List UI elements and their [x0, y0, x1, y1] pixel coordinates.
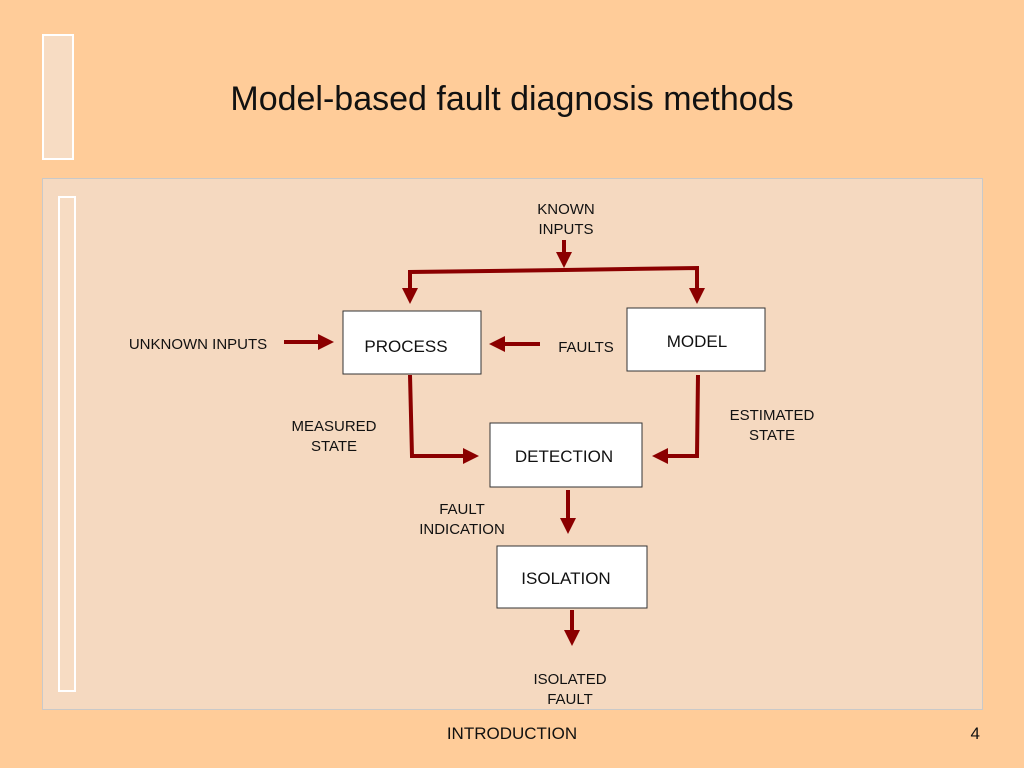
- detection-box: DETECTION: [489, 422, 643, 488]
- known-inputs-label-line2: INPUTS: [538, 221, 593, 238]
- measured-state-label-line1: MEASURED: [291, 418, 376, 435]
- process-label: PROCESS: [364, 337, 447, 356]
- fault-indication-label-line1: FAULT: [439, 501, 485, 518]
- unknown-inputs-label: UNKNOWN INPUTS: [129, 336, 267, 353]
- estimated-state-label-line1: ESTIMATED: [730, 407, 815, 424]
- known-inputs-label-line1: KNOWN: [537, 201, 595, 218]
- decorative-bar-top: [42, 34, 74, 160]
- page-number: 4: [970, 724, 980, 743]
- isolation-label: ISOLATION: [521, 569, 610, 588]
- fault-indication-label-line2: INDICATION: [419, 521, 505, 538]
- measured-state-label-line2: STATE: [311, 438, 357, 455]
- model-box: MODEL: [626, 307, 766, 372]
- arrow-measured-state: [408, 374, 479, 464]
- process-box: PROCESS: [342, 310, 482, 375]
- detection-label: DETECTION: [515, 447, 613, 466]
- slide-title: Model-based fault diagnosis methods: [230, 80, 794, 118]
- arrow-split-to-model: [563, 265, 705, 304]
- isolated-fault-label-line1: ISOLATED: [533, 671, 606, 688]
- decorative-bar-panel: [58, 196, 76, 692]
- arrow-estimated-state: [652, 374, 700, 464]
- isolated-fault-label-line2: FAULT: [547, 691, 593, 708]
- model-label: MODEL: [667, 332, 727, 351]
- estimated-state-label-line2: STATE: [749, 427, 795, 444]
- isolation-box: ISOLATION: [496, 545, 648, 609]
- faults-label: FAULTS: [558, 339, 614, 356]
- footer-section-label: INTRODUCTION: [446, 724, 578, 743]
- arrow-split-to-process: [402, 268, 565, 304]
